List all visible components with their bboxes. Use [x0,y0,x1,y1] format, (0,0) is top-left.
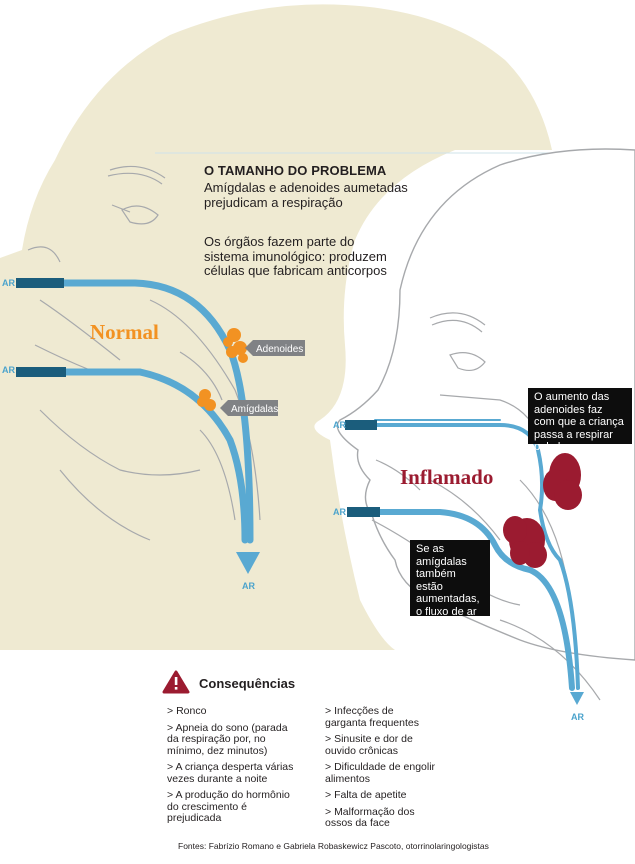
normal-mouth-inlet [16,367,66,377]
normal-air-nose-label: AR [2,278,15,288]
list-item: Apneia do sono (parada da respiração por… [167,722,295,758]
list-item: Dificuldade de engolir alimentos [325,761,437,785]
list-item: Falta de apetite [325,789,437,802]
inflamed-tonsils-icon [503,516,547,568]
consequences-right-column: Infecções de garganta frequentes Sinusit… [325,705,437,835]
normal-face-features [27,165,261,541]
headline-title: O TAMANHO DO PROBLEMA [204,163,387,178]
inflamed-air-mouth-label: AR [333,507,346,517]
consequences-panel: Consequências Ronco Apneia do sono (para… [163,672,453,829]
headline: O TAMANHO DO PROBLEMA Amígdalas e adenoi… [204,163,454,210]
tonsils-tag [220,400,278,416]
tonsils-callout: Se as amígdalas também estão aumentadas,… [410,540,490,655]
list-item: Sinusite e dor de ouvido crônicas [325,733,437,757]
normal-tonsils-icon [197,389,216,411]
consequences-left-column: Ronco Apneia do sono (parada da respiraç… [167,705,295,830]
inflamed-arrow-head-icon [570,692,584,705]
consequences-title: Consequências [199,675,296,691]
warning-triangle-icon [162,670,190,694]
inflamed-mouth-inlet [347,507,380,517]
inflamed-nose-inlet [345,420,377,430]
headline-subtitle: Amígdalas e adenoides aumetadas prejudic… [204,180,408,210]
tonsils-tag-label: Amígdalas [231,404,278,415]
list-item: Ronco [167,705,295,718]
normal-air-out-label: AR [242,581,255,591]
list-item: Infecções de garganta frequentes [325,705,437,729]
normal-arrow-head-icon [236,552,260,574]
consequences-header: Consequências [163,672,453,694]
list-item: Malformação dos ossos da face [325,806,437,830]
inflamed-label: Inflamado [400,465,494,489]
adenoids-callout: O aumento das adenoides faz com que a cr… [528,388,632,453]
adenoids-tag [245,340,305,356]
inflamed-air-out-label: AR [571,712,584,722]
normal-adenoids-icon [223,328,248,363]
list-item: A criança desperta várias vezes durante … [167,761,295,785]
inflamed-air-nose-label: AR [333,420,346,430]
inflamed-adenoids-icon [543,453,582,510]
sources-credit: Fontes: Fabrízio Romano e Gabriela Robas… [178,841,489,851]
normal-nose-inlet [16,278,64,288]
normal-head-silhouette [0,4,552,650]
organs-note: Os órgãos fazem parte do sistema imunoló… [204,234,387,278]
inflamed-face-features [371,312,601,701]
normal-label: Normal [90,320,159,344]
adenoids-tag-label: Adenoides [256,344,303,355]
list-item: A produção do hormônio do crescimento é … [167,789,295,825]
normal-air-mouth-label: AR [2,365,15,375]
